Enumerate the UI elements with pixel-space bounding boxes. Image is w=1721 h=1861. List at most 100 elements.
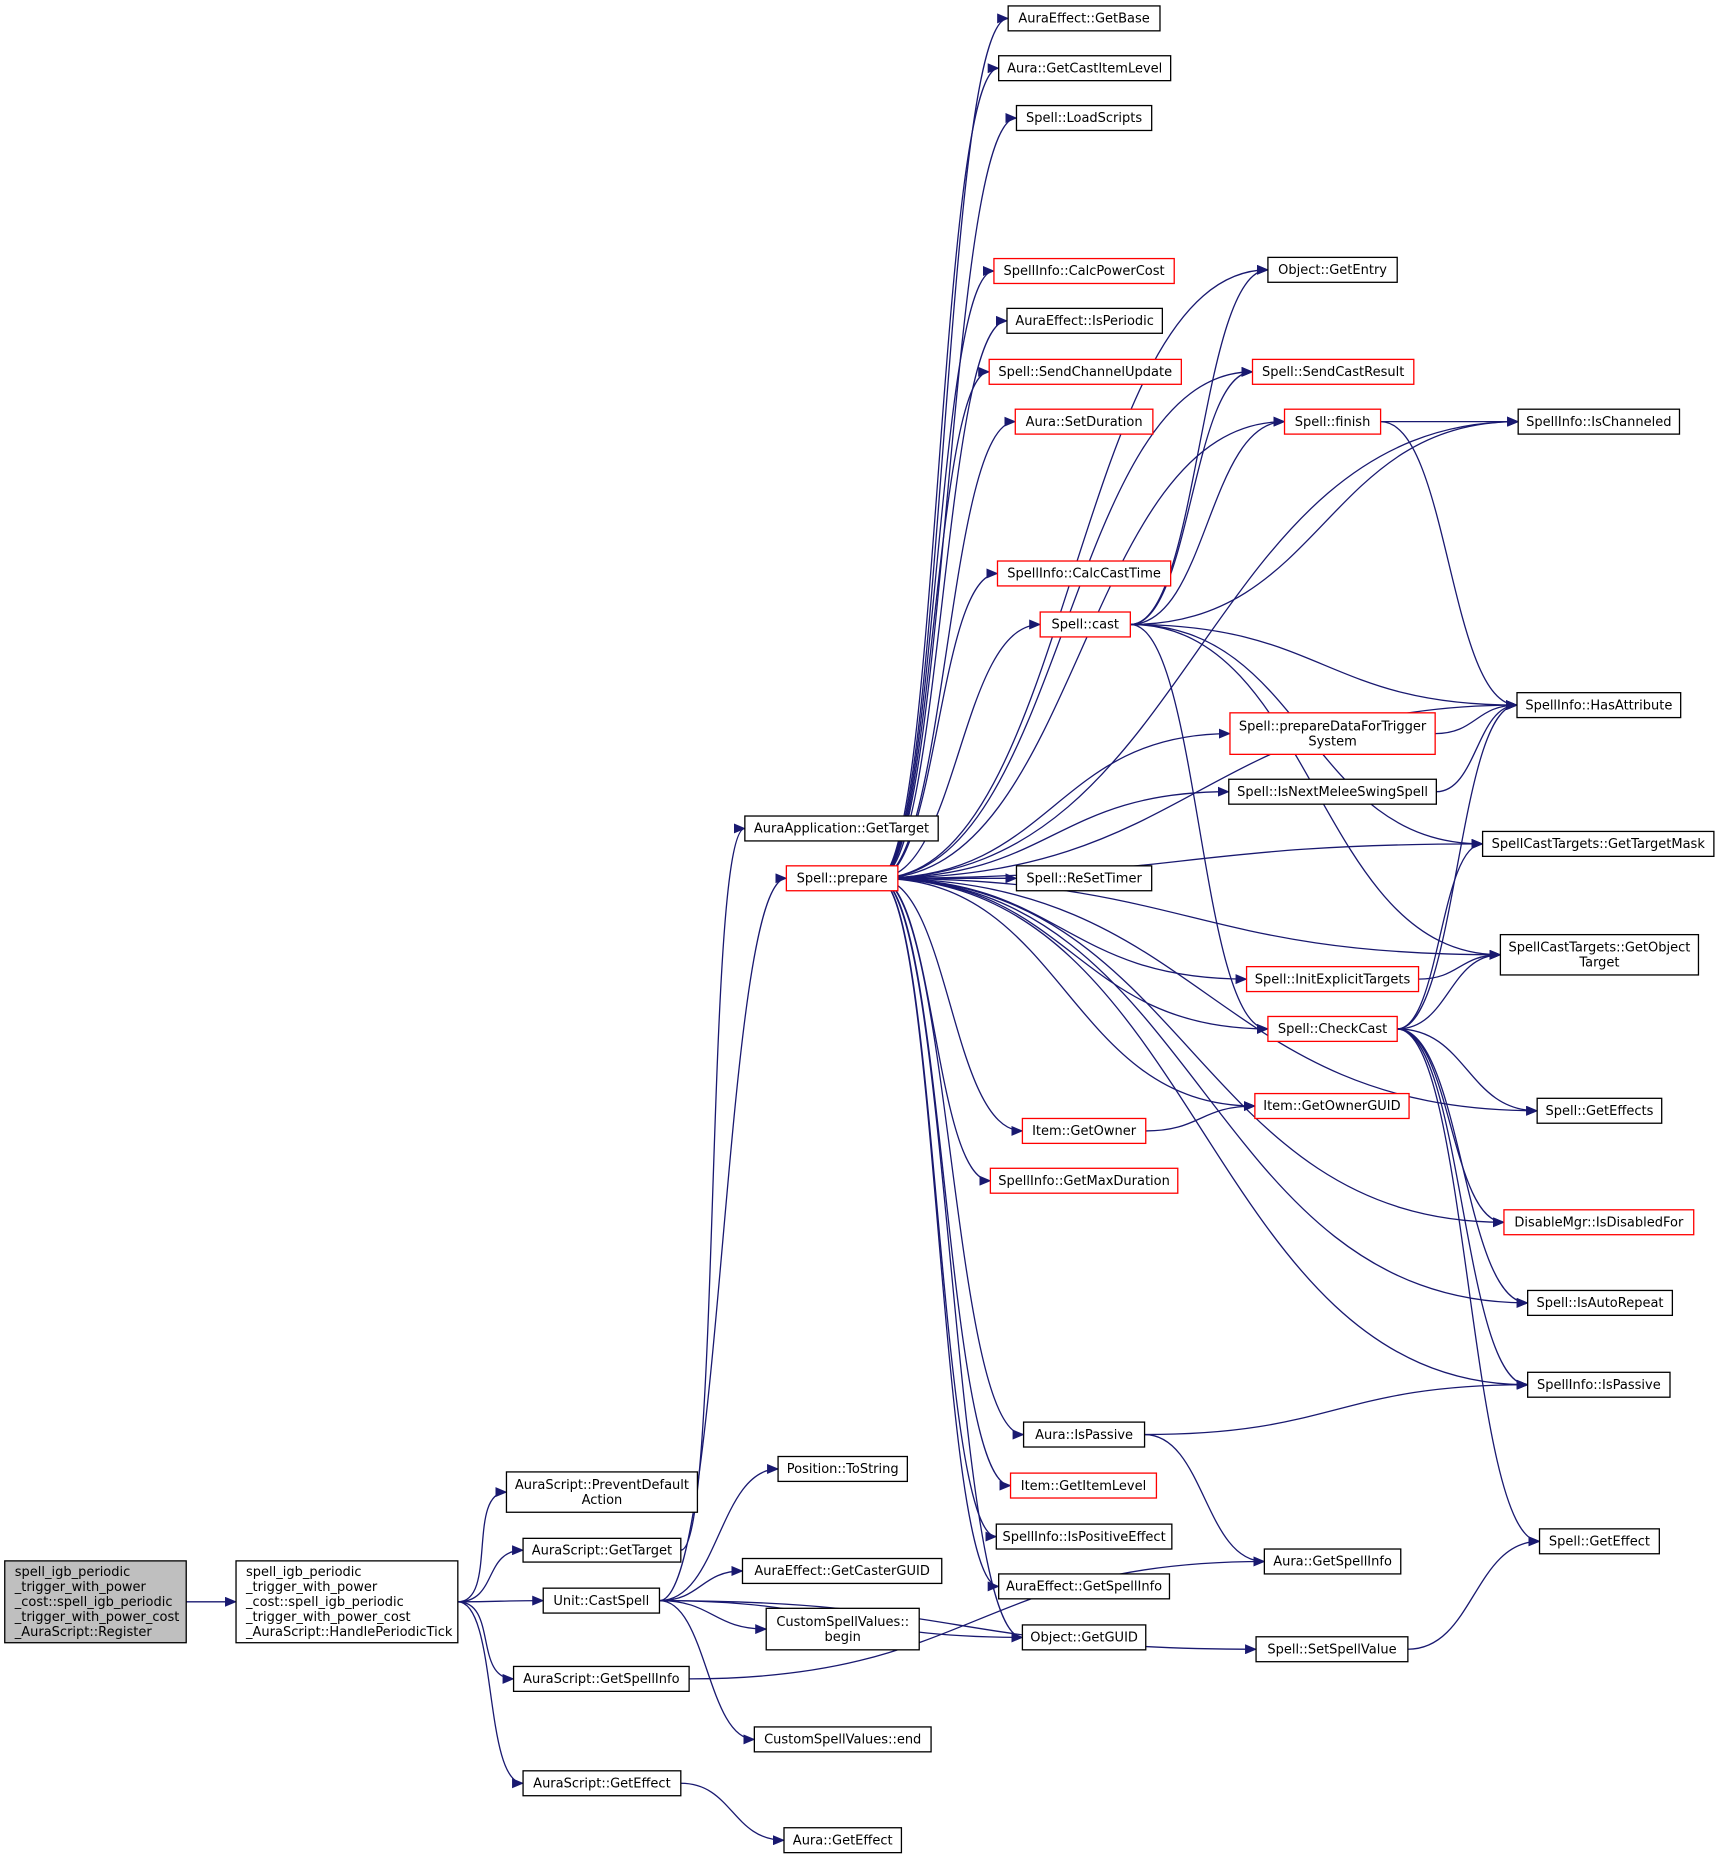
edge-finish-to-hasattr [1380,421,1518,711]
node-castitemlvl[interactable]: Aura::GetCastItemLevel [998,55,1172,82]
node-nextmelee[interactable]: Spell::IsNextMeleeSwingSpell [1228,778,1437,805]
node-csvbegin[interactable]: CustomSpellValues::begin [765,1607,920,1651]
node-label: SpellInfo::IsChanneled [1526,415,1671,430]
node-getbase[interactable]: AuraEffect::GetBase [1007,5,1161,32]
edge-prepare-to-sendchan [877,366,991,879]
node-auragetef[interactable]: Aura::GetEffect [783,1827,903,1854]
node-geteffects[interactable]: Spell::GetEffects [1536,1097,1663,1124]
node-itemlevel[interactable]: Item::GetItemLevel [1009,1472,1158,1499]
node-aegetspellinfo[interactable]: AuraEffect::GetSpellInfo [998,1573,1171,1600]
node-label: spell_igb_periodic [15,1565,131,1580]
node-label: AuraScript::GetEffect [533,1776,671,1791]
node-label: AuraScript::GetTarget [532,1543,672,1558]
edge-castspell-to-castergid [659,1565,744,1602]
node-hpt[interactable]: spell_igb_periodic_trigger_with_power_co… [235,1560,459,1644]
edge-castspell-to-setspellvalue [659,1599,1258,1655]
node-label: Action [582,1493,623,1508]
edge-prepare-to-ownerguid [877,877,1256,1112]
node-ischanneled[interactable]: SpellInfo::IsChanneled [1517,408,1681,435]
node-sendchan[interactable]: Spell::SendChannelUpdate [988,358,1182,385]
node-label: _AuraScript::Register [14,1625,153,1640]
edge-prepare-to-nextmelee [877,786,1230,879]
node-calccast[interactable]: SpellInfo::CalcCastTime [996,560,1172,587]
edge-castspell-to-prepare [659,873,788,1602]
node-initexpl[interactable]: Spell::InitExplicitTargets [1245,966,1420,993]
node-infopassive[interactable]: SpellInfo::IsPassive [1527,1371,1671,1398]
node-sendcastres[interactable]: Spell::SendCastResult [1251,358,1415,385]
node-asgeteffect[interactable]: AuraScript::GetEffect [522,1770,682,1797]
edge-prepare-to-ispositive [877,877,998,1542]
node-box [1536,1097,1663,1124]
node-appgettarget[interactable]: AuraApplication::GetTarget [744,815,939,842]
node-getguid[interactable]: Object::GetGUID [1021,1624,1147,1651]
node-reg[interactable]: spell_igb_periodic_trigger_with_power_co… [4,1560,187,1644]
node-spellgeteffect[interactable]: Spell::GetEffect [1538,1528,1660,1555]
node-label: Spell::LoadScripts [1026,111,1142,126]
node-setspellvalue[interactable]: Spell::SetSpellValue [1255,1636,1409,1663]
node-asgetspellinfo[interactable]: AuraScript::GetSpellInfo [512,1665,690,1692]
edge-checkcast-to-spellgeteffect [1397,1028,1541,1547]
node-box [1527,1371,1671,1398]
edge-cast-to-checkcast [1130,623,1269,1034]
node-targetmask[interactable]: SpellCastTargets::GetTargetMask [1481,830,1715,857]
node-label: Spell::GetEffects [1546,1104,1654,1119]
node-calcpower[interactable]: SpellInfo::CalcPowerCost [993,257,1175,285]
node-asgettarget[interactable]: AuraScript::GetTarget [522,1537,682,1563]
node-label: CustomSpellValues::end [764,1733,921,1748]
node-label: SpellInfo::GetMaxDuration [998,1174,1170,1189]
node-getowner[interactable]: Item::GetOwner [1021,1117,1147,1145]
edge-nextmelee-to-hasattr [1436,700,1518,793]
node-box [1527,1289,1674,1317]
node-getmaxdur[interactable]: SpellInfo::GetMaxDuration [989,1167,1179,1194]
node-box [998,1573,1171,1600]
node-label: System [1308,734,1356,749]
node-tostring[interactable]: Position::ToString [777,1455,909,1483]
node-box [1283,408,1382,435]
node-getentry[interactable]: Object::GetEntry [1267,256,1398,283]
node-box [522,1770,682,1797]
node-prepare[interactable]: Spell::prepare [785,865,899,892]
node-label: Unit::CastSpell [553,1594,649,1609]
node-ispositive[interactable]: SpellInfo::IsPositiveEffect [995,1523,1173,1550]
node-label: Spell::prepareDataForTrigger [1239,719,1427,734]
node-loadscripts[interactable]: Spell::LoadScripts [1015,104,1153,132]
node-checkcast[interactable]: Spell::CheckCast [1267,1015,1398,1043]
node-csvend[interactable]: CustomSpellValues::end [753,1726,932,1753]
node-label: _cost::spell_igb_periodic [14,1595,173,1610]
edge-hpt-to-asgettarget [457,1545,525,1603]
node-label: Aura::GetEffect [793,1833,893,1848]
edge-prepare-to-calcpower [877,266,995,879]
node-resettimer[interactable]: Spell::ReSetTimer [1015,865,1153,892]
node-label: Spell::finish [1295,415,1371,430]
node-label: AuraApplication::GetTarget [754,822,929,837]
node-finish[interactable]: Spell::finish [1283,408,1382,435]
node-cast[interactable]: Spell::cast [1039,611,1131,638]
node-box [1022,1421,1146,1448]
node-castergid[interactable]: AuraEffect::GetCasterGUID [741,1557,943,1585]
edge-prepare-to-isperiodic [877,315,1008,879]
node-autorepeat[interactable]: Spell::IsAutoRepeat [1527,1289,1674,1317]
node-label: AuraEffect::GetSpellInfo [1006,1580,1162,1595]
node-label: Aura::SetDuration [1026,415,1143,430]
node-auragetspellinfo[interactable]: Aura::GetSpellInfo [1263,1548,1402,1575]
node-box [1006,307,1164,334]
node-castspell[interactable]: Unit::CastSpell [542,1587,661,1614]
node-hasattr[interactable]: SpellInfo::HasAttribute [1516,692,1682,719]
node-box [235,1560,459,1644]
edge-checkcast-to-targetmask [1397,838,1484,1030]
node-setdur[interactable]: Aura::SetDuration [1014,408,1154,435]
edge-getowner-to-ownerguid [1145,1101,1256,1132]
node-box [1229,712,1436,755]
edge-prepare-to-aurapassive [877,877,1025,1440]
node-ownerguid[interactable]: Item::GetOwnerGUID [1254,1092,1410,1120]
node-aurapassive[interactable]: Aura::IsPassive [1022,1421,1146,1448]
node-box [1228,778,1437,805]
node-disabled[interactable]: DisableMgr::IsDisabledFor [1503,1209,1695,1236]
node-label: Item::GetItemLevel [1021,1479,1146,1494]
node-box [1538,1528,1660,1555]
node-isperiodic[interactable]: AuraEffect::IsPeriodic [1006,307,1164,334]
edge-prepare-to-objtarget [877,877,1502,960]
